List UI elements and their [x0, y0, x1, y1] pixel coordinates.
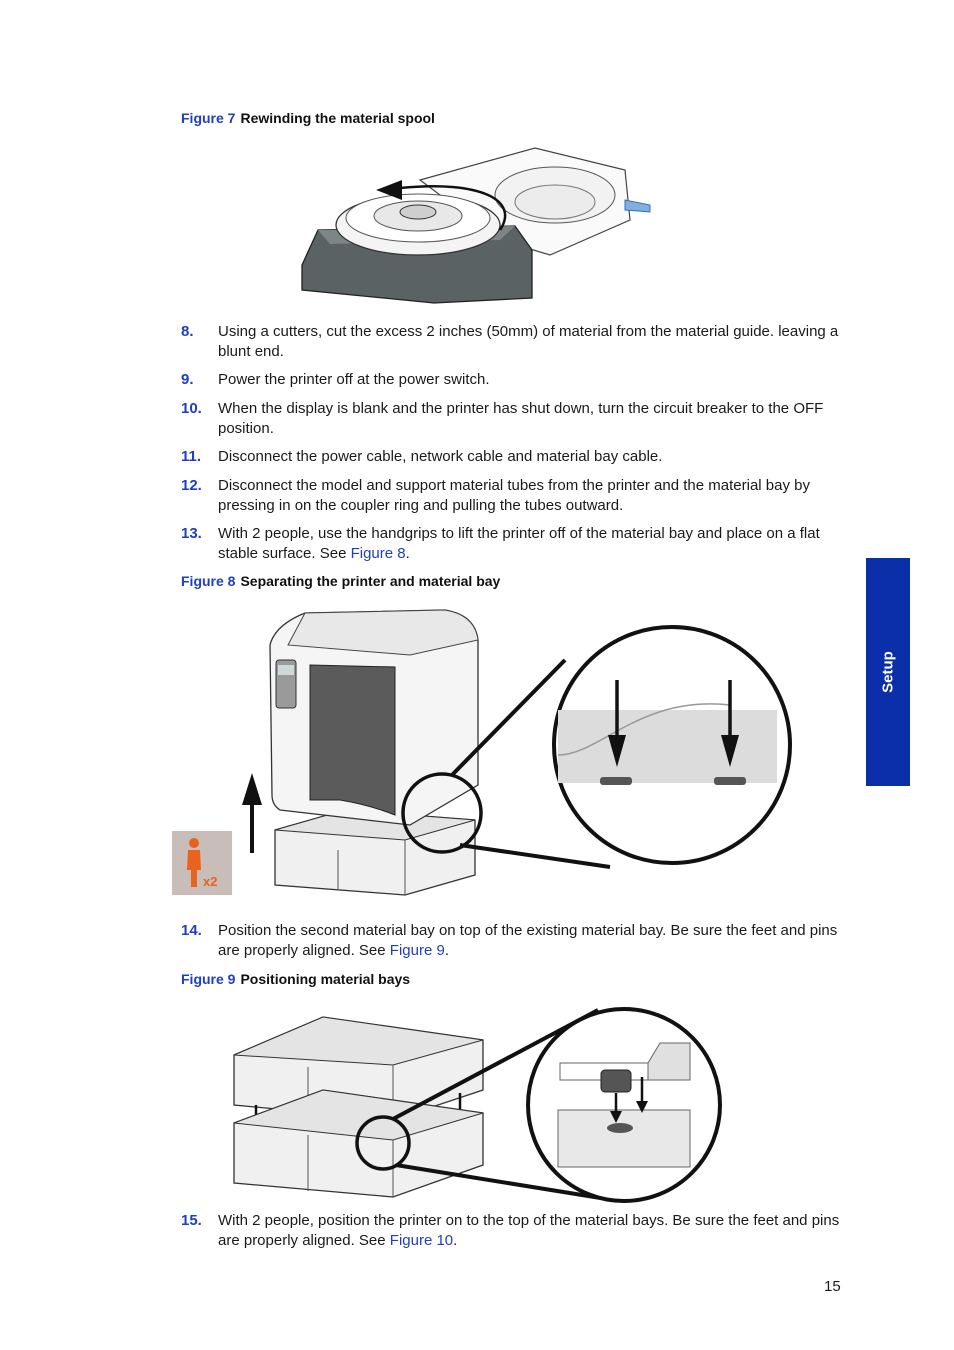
step-number: 13.: [181, 525, 202, 542]
step-9: 9. Power the printer off at the power sw…: [181, 370, 841, 390]
step-number: 11.: [181, 448, 202, 465]
step-text: With 2 people, use the handgrips to lift…: [218, 524, 841, 563]
step-number: 15.: [181, 1212, 202, 1229]
step-number: 12.: [181, 477, 202, 494]
figure-7-spool-illustration: [301, 147, 651, 304]
step-text: Position the second material bay on top …: [218, 921, 841, 960]
figure-7-title: Rewinding the material spool: [240, 110, 435, 126]
step-15-text: With 2 people, position the printer on t…: [218, 1212, 840, 1249]
figure-9-bays-illustration: [233, 1007, 722, 1203]
step-number: 9.: [181, 371, 194, 388]
step-15: 15. With 2 people, position the printer …: [181, 1211, 841, 1250]
figure-10-link[interactable]: Figure 10: [389, 1231, 454, 1249]
step-text: When the display is blank and the printe…: [218, 400, 824, 437]
step-14-text: Position the second material bay on top …: [218, 922, 838, 959]
step-14-period: .: [444, 941, 449, 959]
figure-9-number: Figure 9: [181, 971, 236, 987]
setup-tab-label: Setup: [879, 651, 897, 693]
step-13-text: With 2 people, use the handgrips to lift…: [218, 525, 820, 562]
figure-8-link[interactable]: Figure 8: [350, 544, 406, 562]
step-10: 10. When the display is blank and the pr…: [181, 399, 841, 438]
figure-8-title: Separating the printer and material bay: [240, 573, 501, 589]
two-person-lift-icon: [172, 831, 232, 895]
setup-section-tab[interactable]: Setup: [866, 558, 910, 786]
step-text: Power the printer off at the power switc…: [218, 371, 490, 388]
page-number: 15: [824, 1278, 841, 1295]
step-13: 13. With 2 people, use the handgrips to …: [181, 524, 841, 563]
step-13-period: .: [405, 544, 410, 562]
step-number: 10.: [181, 400, 202, 417]
figure-8-number: Figure 8: [181, 573, 236, 589]
step-text: Using a cutters, cut the excess 2 inches…: [218, 323, 839, 360]
figure-9-title: Positioning material bays: [240, 971, 411, 987]
step-14: 14. Position the second material bay on …: [181, 921, 841, 960]
step-number: 8.: [181, 323, 194, 340]
figure-9-link[interactable]: Figure 9: [389, 941, 445, 959]
two-person-lift-label: x2: [203, 874, 217, 889]
step-11: 11. Disconnect the power cable, network …: [181, 447, 841, 467]
step-text: Disconnect the power cable, network cabl…: [218, 448, 663, 465]
step-text: With 2 people, position the printer on t…: [218, 1211, 841, 1250]
figure-7-number: Figure 7: [181, 110, 236, 126]
step-12: 12. Disconnect the model and support mat…: [181, 476, 841, 515]
figure-8-printer-illustration: x2: [172, 609, 792, 896]
step-number: 14.: [181, 922, 202, 939]
step-8: 8. Using a cutters, cut the excess 2 inc…: [181, 322, 841, 361]
step-text: Disconnect the model and support materia…: [218, 477, 810, 514]
step-15-period: .: [453, 1231, 458, 1249]
